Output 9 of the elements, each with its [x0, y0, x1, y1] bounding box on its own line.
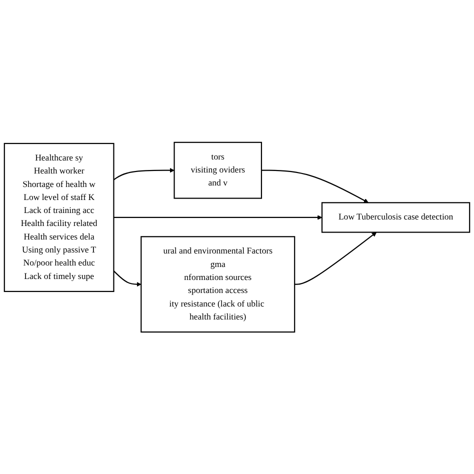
- arrow: [261, 170, 369, 203]
- node-box: ural and environmental Factors gma nformation sources sportation access ity resistance (lack of ublic health facilities): [140, 236, 296, 332]
- arrow: [114, 214, 322, 220]
- node-box: Healthcare sy Health worker Shortage of health w Low level of staff K Lack of training acc Health facility related Health services dela Using only passive T No/poor health educ Lack of timely supe: [4, 142, 114, 292]
- node-box: Low Tuberculosis case detection: [321, 202, 470, 233]
- node-box: tors visiting oviders and v: [174, 142, 262, 199]
- arrow: [294, 232, 377, 285]
- arrow: [113, 168, 174, 180]
- arrow: [113, 270, 142, 287]
